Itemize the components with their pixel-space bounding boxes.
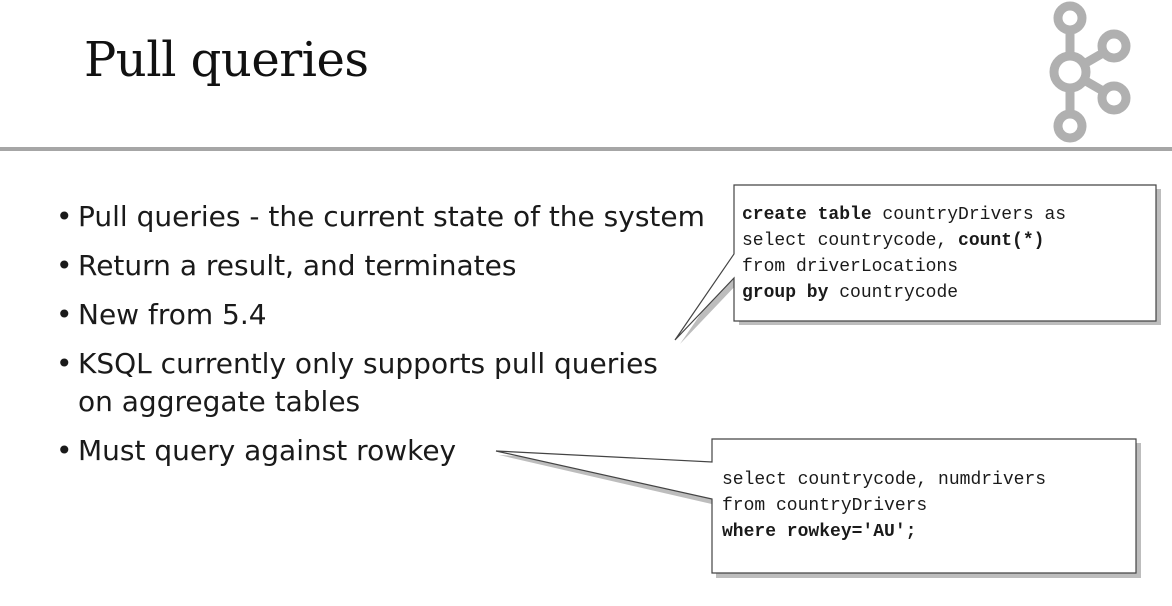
code-line: where rowkey='AU';: [722, 522, 917, 542]
callout-create-code: create table countryDrivers as select cou…: [742, 202, 1066, 306]
code-line: select countrycode, count(*): [742, 231, 1045, 251]
bullet-list: Pull queries - the current state of the …: [56, 198, 705, 481]
page-title: Pull queries: [84, 32, 369, 88]
callout-select-code: select countrycode, numdrivers from count…: [722, 467, 1046, 545]
bullet-item: Return a result, and terminates: [56, 247, 705, 285]
code-line: from driverLocations: [742, 257, 959, 277]
header-divider: [0, 147, 1172, 151]
code-line: group by countrycode: [742, 283, 959, 303]
bullet-item: KSQL currently only supports pull querie…: [56, 345, 698, 421]
bullet-item: New from 5.4: [56, 296, 705, 334]
kafka-logo-icon: [1049, 1, 1131, 143]
callout-create-box: [674, 184, 1157, 341]
code-line: from countryDrivers: [722, 496, 928, 516]
code-line: create table countryDrivers as: [742, 205, 1067, 225]
bullet-item: Must query against rowkey: [56, 432, 705, 470]
bullet-item: Pull queries - the current state of the …: [56, 198, 705, 236]
callout-select-box: [495, 438, 1137, 574]
code-line: select countrycode, numdrivers: [722, 470, 1047, 490]
